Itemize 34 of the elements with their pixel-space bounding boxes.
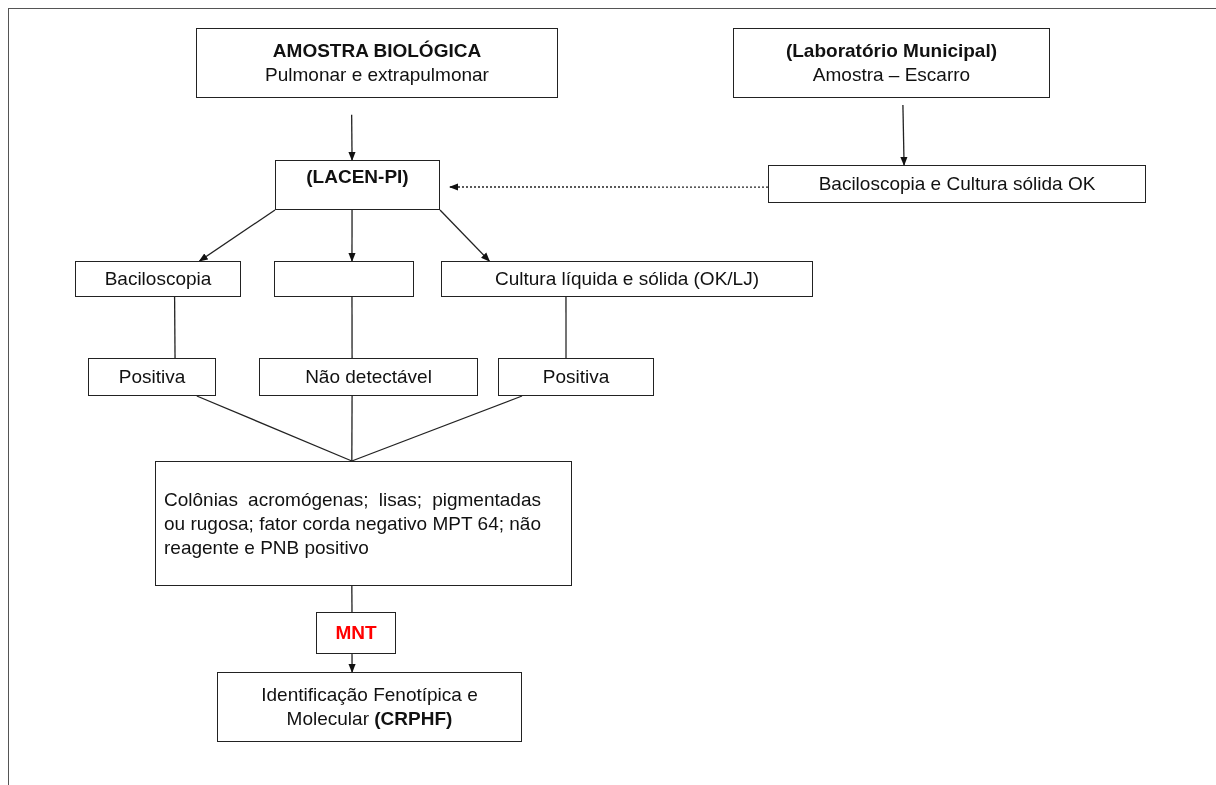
process-box — [316, 612, 396, 654]
process-box — [768, 165, 1146, 203]
box-heading: (Laboratório Municipal) — [784, 39, 999, 63]
box-text: Positiva — [541, 365, 611, 389]
process-box — [498, 358, 654, 396]
box-text: Baciloscopia — [103, 267, 213, 291]
arrow — [198, 209, 276, 262]
process-box — [217, 672, 522, 742]
box-text: Identificação Fenotípica e Molecular (CRPHF) — [260, 683, 479, 731]
process-box — [259, 358, 478, 396]
box-text: MNT — [334, 621, 378, 645]
process-box — [275, 160, 440, 210]
arrow — [348, 653, 356, 673]
box-text: Colônias acromógenas; lisas; pigmentadas ou rugosa; fator corda negativo MPT 64; não reagente e PNB positivo — [164, 487, 541, 560]
box-text: Amostra – Escarro — [811, 63, 972, 87]
process-box — [75, 261, 241, 297]
box-text: (LACEN-PI) — [305, 165, 410, 189]
process-box — [733, 28, 1050, 98]
process-box — [155, 461, 572, 586]
arrow — [439, 209, 490, 262]
box-text: Positiva — [117, 365, 187, 389]
box-text: Baciloscopia e Cultura sólida OK — [817, 172, 1097, 196]
process-box — [196, 28, 558, 98]
arrow — [348, 209, 356, 262]
empty-box — [274, 261, 414, 297]
arrow — [449, 183, 769, 191]
process-box — [441, 261, 813, 297]
box-text: Cultura líquida e sólida (OK/LJ) — [494, 267, 760, 291]
arrow — [900, 104, 908, 166]
arrow — [348, 114, 356, 161]
box-heading: AMOSTRA BIOLÓGICA — [271, 39, 483, 63]
box-text: Pulmonar e extrapulmonar — [264, 63, 490, 87]
box-text: Não detectável — [304, 365, 433, 389]
process-box — [88, 358, 216, 396]
